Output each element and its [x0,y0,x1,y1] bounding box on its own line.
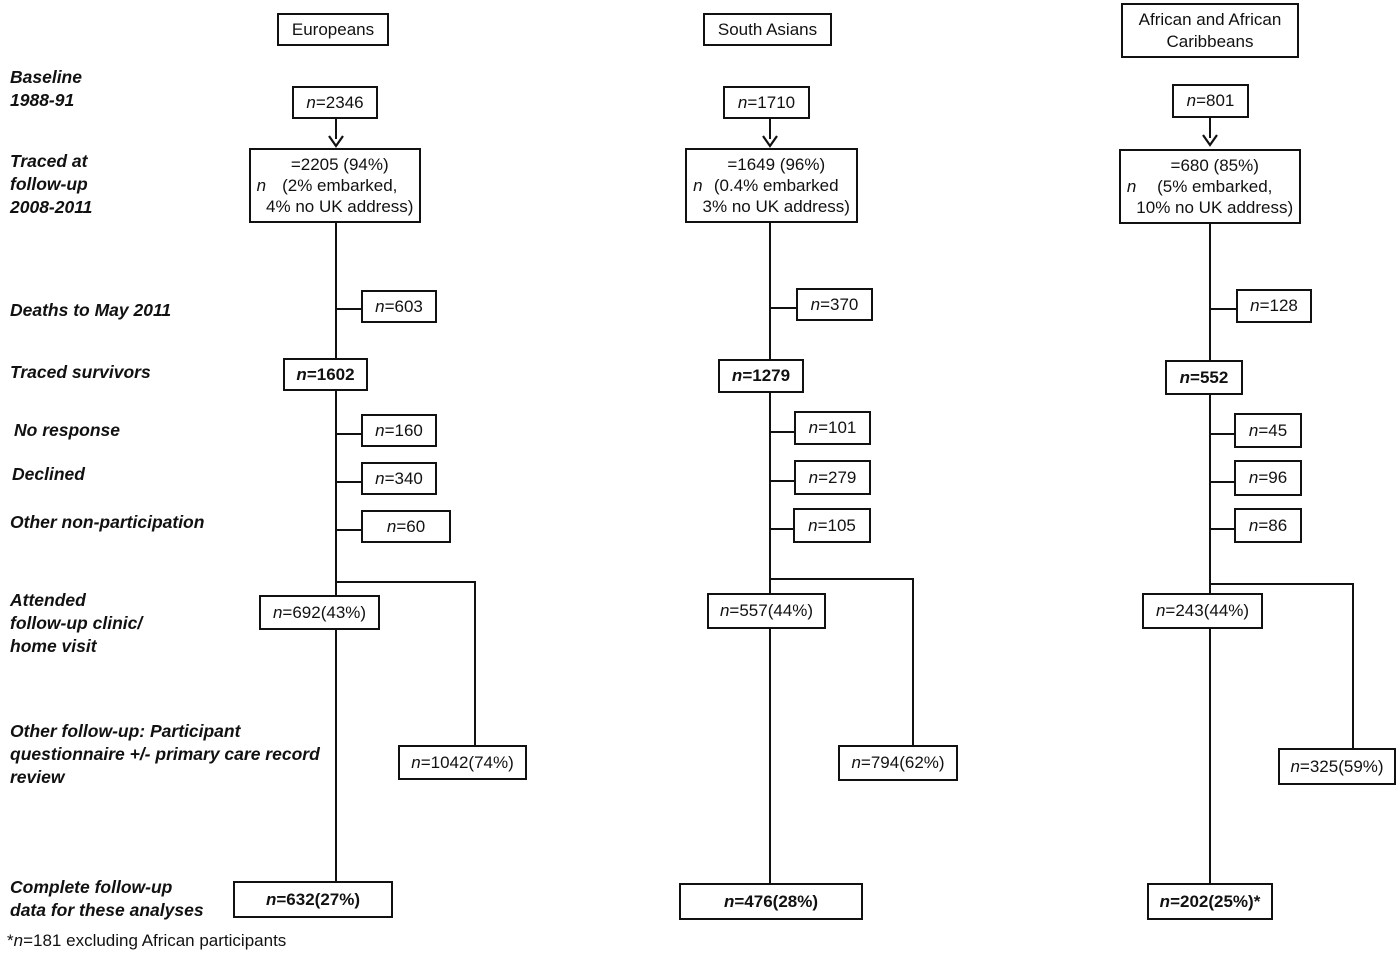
south-asians-other-followup-box: n=794(62%) [838,745,958,781]
footnote: *n=181 excluding African participants [7,931,287,950]
african-arrow-down-icon [1202,134,1218,147]
europeans-arrow-line [335,119,337,139]
south-asians-other-nonparticipation-box: n=105 [793,508,871,543]
europeans-arrow-down-icon [328,135,344,148]
african-branch-vertical-line [1352,583,1354,748]
south-asians-baseline-box: n=1710 [723,86,810,119]
europeans-baseline-box: n=2346 [292,86,378,119]
african-declined-connector [1210,481,1234,483]
african-arrow-line [1209,118,1211,138]
row-label-survivors: Traced survivors [10,362,151,382]
row-label-no-response: No response [14,420,120,440]
south-asians-declined-box: n=279 [794,460,871,495]
south-asians-arrow-line [769,119,771,139]
south-asians-branch-horizontal-line [770,578,914,580]
african-deaths-box: n=128 [1236,289,1312,323]
african-attended-box: n=243(44%) [1142,593,1263,629]
african-declined-box: n=96 [1234,460,1302,496]
african-deaths-connector [1210,308,1236,310]
europeans-declined-box: n=340 [361,462,437,495]
african-other-nonparticipation-box: n=86 [1234,508,1302,543]
south-asians-declined-connector [770,480,794,482]
row-label-attended: Attended follow-up clinic/ home visit [10,590,143,656]
african-baseline-box: n=801 [1172,84,1249,118]
europeans-complete-box: n=632(27%) [233,881,393,918]
south-asians-main-flow-line [769,223,771,884]
europeans-declined-connector [336,481,361,483]
south-asians-complete-box: n=476(28%) [679,883,863,920]
europeans-branch-horizontal-line [336,581,476,583]
column-header-south-asians: South Asians [703,13,832,46]
europeans-other-nonparticipation-connector [336,529,361,531]
african-no-response-box: n=45 [1234,413,1302,448]
row-label-deaths: Deaths to May 2011 [10,300,172,320]
south-asians-attended-box: n=557(44%) [707,593,826,629]
europeans-no-response-connector [336,433,361,435]
europeans-other-nonparticipation-box: n=60 [361,510,451,543]
african-other-followup-box: n=325(59%) [1278,748,1396,785]
europeans-attended-box: n=692(43%) [259,595,380,630]
europeans-no-response-box: n=160 [361,414,437,447]
south-asians-branch-vertical-line [912,578,914,745]
south-asians-no-response-connector [770,431,794,433]
african-branch-horizontal-line [1210,583,1354,585]
row-label-other-followup: Other follow-up: Participant questionnai… [10,721,320,787]
south-asians-arrow-down-icon [762,135,778,148]
europeans-traced-box: n=2205 (94%) (2% embarked, 4% no UK addr… [249,148,421,223]
row-label-complete: Complete follow-up data for these analys… [10,877,204,920]
african-no-response-connector [1210,433,1234,435]
europeans-main-flow-line [335,223,337,884]
europeans-deaths-connector [336,308,361,310]
europeans-deaths-box: n=603 [361,290,437,323]
african-main-flow-line [1209,224,1211,884]
south-asians-deaths-connector [770,307,796,309]
south-asians-deaths-box: n=370 [796,288,873,321]
column-header-europeans: Europeans [277,13,389,46]
african-other-nonparticipation-connector [1210,528,1234,530]
south-asians-no-response-box: n=101 [794,411,871,445]
row-label-baseline: Baseline 1988-91 [10,67,82,110]
europeans-branch-vertical-line [474,581,476,745]
europeans-other-followup-box: n=1042(74%) [398,745,527,780]
south-asians-traced-box: n=1649 (96%) (0.4% embarked 3% no UK add… [685,148,858,223]
row-label-other-nonparticipation: Other non-participation [10,512,205,532]
europeans-survivors-box: n=1602 [283,358,368,391]
african-complete-box: n=202(25%)* [1147,883,1273,920]
african-traced-box: n=680 (85%) (5% embarked, 10% no UK addr… [1119,149,1301,224]
row-label-declined: Declined [12,464,85,484]
row-label-traced: Traced at follow-up 2008-2011 [10,151,93,217]
south-asians-other-nonparticipation-connector [770,528,793,530]
column-header-african-caribbeans: African and African Caribbeans [1121,3,1299,58]
south-asians-survivors-box: n=1279 [718,359,804,393]
african-survivors-box: n=552 [1165,360,1243,395]
